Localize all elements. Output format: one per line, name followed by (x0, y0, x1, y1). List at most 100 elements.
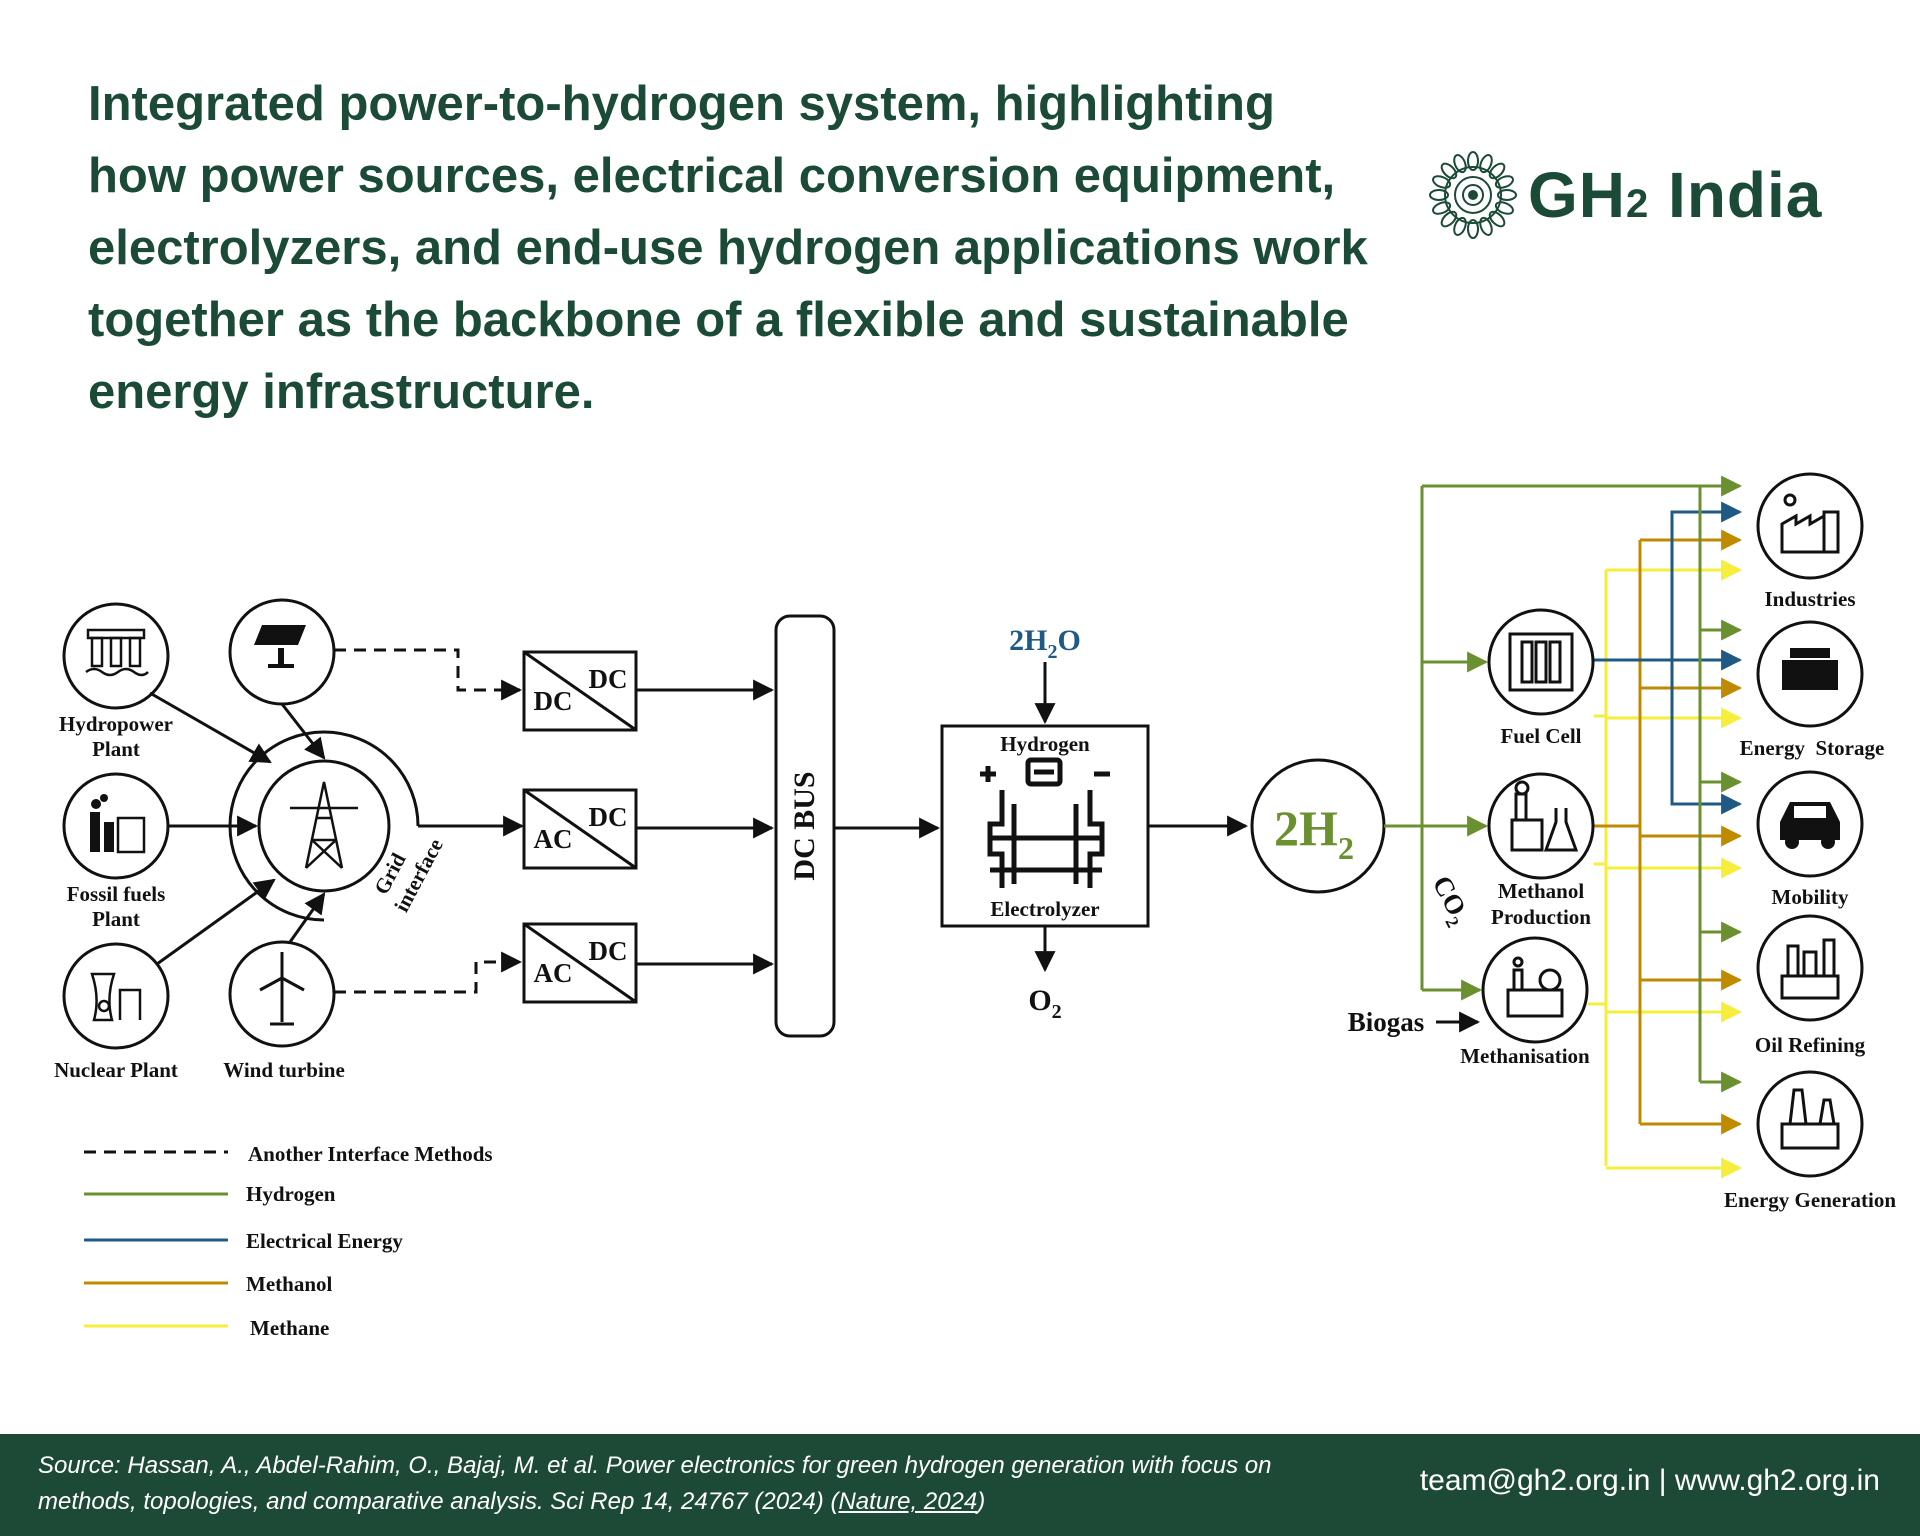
transmission-tower-icon (290, 781, 358, 869)
end-use-mobility[interactable]: Mobility (1756, 770, 1864, 909)
nuclear-plant-node[interactable]: Nuclear Plant (54, 942, 178, 1082)
grid-interface-hub[interactable]: Grid interface (228, 730, 448, 922)
hydrogen-electrolyzer[interactable]: Hydrogen Electrolyzer (940, 724, 1150, 928)
refinery-icon (1506, 956, 1564, 1018)
wind-label: Wind turbine (223, 1058, 345, 1082)
h2-label: 2H2 (1274, 800, 1354, 866)
industry-icon (1780, 493, 1840, 554)
converter-2-bottom: AC (534, 824, 573, 854)
source-citation: Source: Hassan, A., Abdel-Rahim, O., Baj… (38, 1448, 1328, 1520)
methanol-production-node[interactable]: Methanol Production (1487, 772, 1595, 929)
converter-3-bottom: AC (534, 958, 573, 988)
converter-1-top: DC (589, 664, 628, 694)
converter-1-bottom: DC (534, 686, 573, 716)
oil-refining-label: Oil Refining (1755, 1033, 1866, 1057)
logo-petal (1453, 216, 1467, 236)
chemical-plant-icon (1510, 780, 1579, 852)
fuel-cell-node[interactable]: Fuel Cell (1487, 608, 1595, 748)
converter-3-top: DC (589, 936, 628, 966)
battery-storage-icon (1782, 648, 1838, 690)
energy-storage-label: Energy Storage (1740, 736, 1885, 760)
logo-petal (1440, 210, 1458, 228)
logo-petal (1494, 175, 1514, 189)
industries-label: Industries (1764, 587, 1855, 611)
oxygen-output-label: O2 (1028, 984, 1061, 1023)
logo-petal (1467, 151, 1479, 171)
logo-name-rest: India (1649, 159, 1823, 231)
mobility-label: Mobility (1772, 885, 1849, 909)
logo-petal (1429, 189, 1449, 201)
fossil-label-2: Plant (92, 907, 140, 931)
nuclear-icon (90, 972, 142, 1022)
legend: Another Interface Methods Hydrogen Elect… (84, 1142, 493, 1340)
converter-to-bus-arrows (636, 679, 775, 975)
converter-ac-dc-1[interactable]: DC AC (522, 788, 638, 870)
oil-refinery-icon (1780, 938, 1840, 1000)
logo-petal (1432, 201, 1452, 215)
contact-info[interactable]: team@gh2.org.in | www.gh2.org.in (1419, 1464, 1880, 1497)
end-use-energy-generation[interactable]: Energy Generation (1724, 1070, 1896, 1212)
wind-turbine-node[interactable]: Wind turbine (223, 940, 345, 1082)
electrical-to-industries (1594, 501, 1743, 662)
source-link[interactable]: Nature, 2024 (838, 1488, 978, 1515)
methanisation-node[interactable]: Methanisation (1460, 936, 1590, 1068)
car-icon (1780, 802, 1840, 849)
dashed-interface-lines (334, 648, 523, 994)
solar-panel-node[interactable] (228, 598, 336, 706)
fossil-label-1: Fossil fuels (67, 882, 166, 906)
factory-icon (90, 794, 146, 854)
logo-petal (1488, 210, 1506, 228)
legend-methane: Methane (250, 1316, 329, 1340)
dc-bus-label: DC BUS (788, 771, 821, 880)
hydropower-label-2: Plant (92, 737, 140, 761)
end-use-oil-refining[interactable]: Oil Refining (1755, 914, 1866, 1057)
methanol-label-2: Production (1491, 905, 1591, 929)
legend-methanol: Methanol (246, 1272, 332, 1296)
electrolyzer-icon (980, 757, 1110, 888)
logo-petal (1488, 162, 1506, 180)
converter-ac-dc-2[interactable]: DC AC (522, 922, 638, 1004)
logo-petal (1432, 175, 1452, 189)
logo-petal (1497, 189, 1517, 201)
dc-bus[interactable]: DC BUS (774, 614, 836, 1038)
legend-electrical: Electrical Energy (246, 1229, 403, 1253)
logo-petal (1453, 154, 1467, 174)
wind-turbine-icon (259, 952, 305, 1026)
methanol-label-1: Methanol (1498, 879, 1584, 903)
logo-name-main: GH (1528, 159, 1626, 231)
gh2-india-logo[interactable]: GH2 India (1428, 148, 1821, 248)
hydrogen-bus (1422, 484, 1702, 1082)
fuel-cell-label: Fuel Cell (1500, 724, 1581, 748)
hydropower-icon (85, 628, 149, 677)
co2-label: CO2 (1422, 871, 1476, 931)
methane-trunk (1588, 1002, 1608, 1166)
electrolyzer-top-label: Hydrogen (1000, 732, 1090, 756)
hydropower-label-1: Hydropower (59, 712, 173, 736)
source-end: ) (977, 1488, 986, 1515)
energy-generation-label: Energy Generation (1724, 1188, 1896, 1212)
fossil-fuels-plant-node[interactable]: Fossil fuels Plant (62, 772, 170, 931)
fuel-cell-icon (1508, 632, 1574, 692)
solar-panel-icon (254, 625, 306, 668)
mandala-icon (1429, 151, 1517, 239)
converter-dc-dc[interactable]: DC DC (522, 650, 638, 732)
logo-name-sub: 2 (1626, 182, 1650, 226)
legend-hydrogen: Hydrogen (246, 1182, 336, 1206)
hydrogen-node[interactable]: 2H2 (1250, 758, 1386, 894)
electrolyzer-bottom-label: Electrolyzer (990, 897, 1099, 921)
power-to-hydrogen-diagram: Hydropower Plant Fossil fuels Plant Nucl… (54, 472, 1896, 1340)
legend-interface: Another Interface Methods (248, 1142, 493, 1166)
footer: Source: Hassan, A., Abdel-Rahim, O., Baj… (0, 1434, 1920, 1536)
logo-petal (1479, 154, 1493, 174)
logo-petal (1467, 219, 1479, 239)
nuclear-label: Nuclear Plant (54, 1058, 178, 1082)
power-plant-icon (1780, 1088, 1840, 1150)
converter-2-top: DC (589, 802, 628, 832)
end-use-energy-storage[interactable]: Energy Storage (1740, 620, 1885, 760)
flow-lines (1384, 475, 1743, 1179)
end-use-industries[interactable]: Industries (1756, 472, 1864, 611)
logo-petal (1440, 162, 1458, 180)
source-arrows (149, 691, 326, 966)
hydropower-plant-node[interactable]: Hydropower Plant (59, 602, 173, 761)
water-input-label: 2H2O (1009, 624, 1081, 663)
